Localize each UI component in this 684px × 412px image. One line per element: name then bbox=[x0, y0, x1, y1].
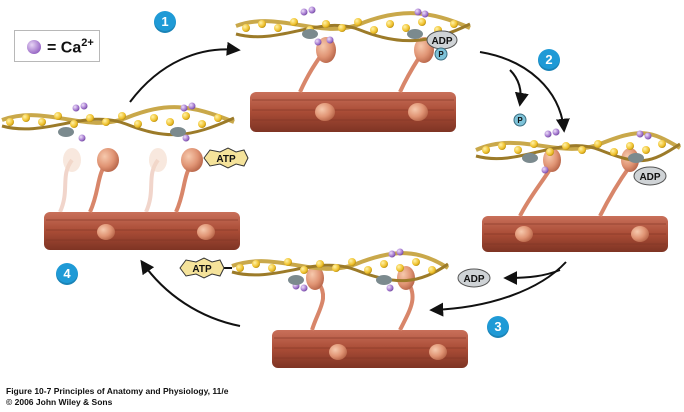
legend-superscript: 2+ bbox=[81, 37, 94, 49]
p-released-label: P bbox=[513, 113, 527, 127]
atp-label-panel4: ATP bbox=[203, 147, 249, 169]
calcium-icon bbox=[27, 40, 41, 54]
step-badge-4: 4 bbox=[56, 263, 78, 285]
step-badge-3: 3 bbox=[487, 316, 509, 338]
adp-label-panel2: ADP bbox=[633, 166, 667, 186]
figure-caption: Figure 10-7 Principles of Anatomy and Ph… bbox=[6, 386, 228, 408]
atp-text-1: ATP bbox=[192, 264, 212, 275]
step-badge-1: 1 bbox=[154, 11, 176, 33]
arrow-adp-release bbox=[503, 269, 561, 285]
adp-p-label-panel1: ADP P bbox=[426, 30, 458, 61]
panel-1 bbox=[235, 6, 471, 132]
caption-line-1: Figure 10-7 Principles of Anatomy and Ph… bbox=[6, 386, 229, 396]
arrow-step4 bbox=[140, 259, 241, 327]
arrow-step2 bbox=[479, 51, 570, 133]
adp-text-3: ADP bbox=[463, 274, 484, 285]
adp-text-1: ADP bbox=[431, 36, 452, 47]
atp-label-bottom: ATP bbox=[179, 257, 225, 279]
arrow-step1 bbox=[129, 41, 241, 103]
legend-prefix: = Ca bbox=[47, 39, 82, 57]
p-text-2: P bbox=[517, 116, 523, 125]
cycle-arrows bbox=[129, 41, 570, 327]
panel-4 bbox=[1, 102, 240, 250]
adp-text-2: ADP bbox=[639, 172, 660, 183]
p-text-1: P bbox=[438, 50, 444, 59]
step-badge-2: 2 bbox=[538, 49, 560, 71]
arrow-p-release bbox=[509, 69, 529, 107]
legend: = Ca2+ bbox=[14, 30, 100, 62]
atp-text-2: ATP bbox=[216, 154, 236, 165]
arrow-step3 bbox=[429, 261, 567, 317]
adp-released-label: ADP bbox=[457, 268, 491, 288]
panel-3 bbox=[231, 248, 468, 368]
panel-2 bbox=[475, 128, 682, 252]
legend-label: = Ca2+ bbox=[47, 37, 94, 57]
caption-line-2: © 2006 John Wiley & Sons bbox=[6, 397, 113, 407]
